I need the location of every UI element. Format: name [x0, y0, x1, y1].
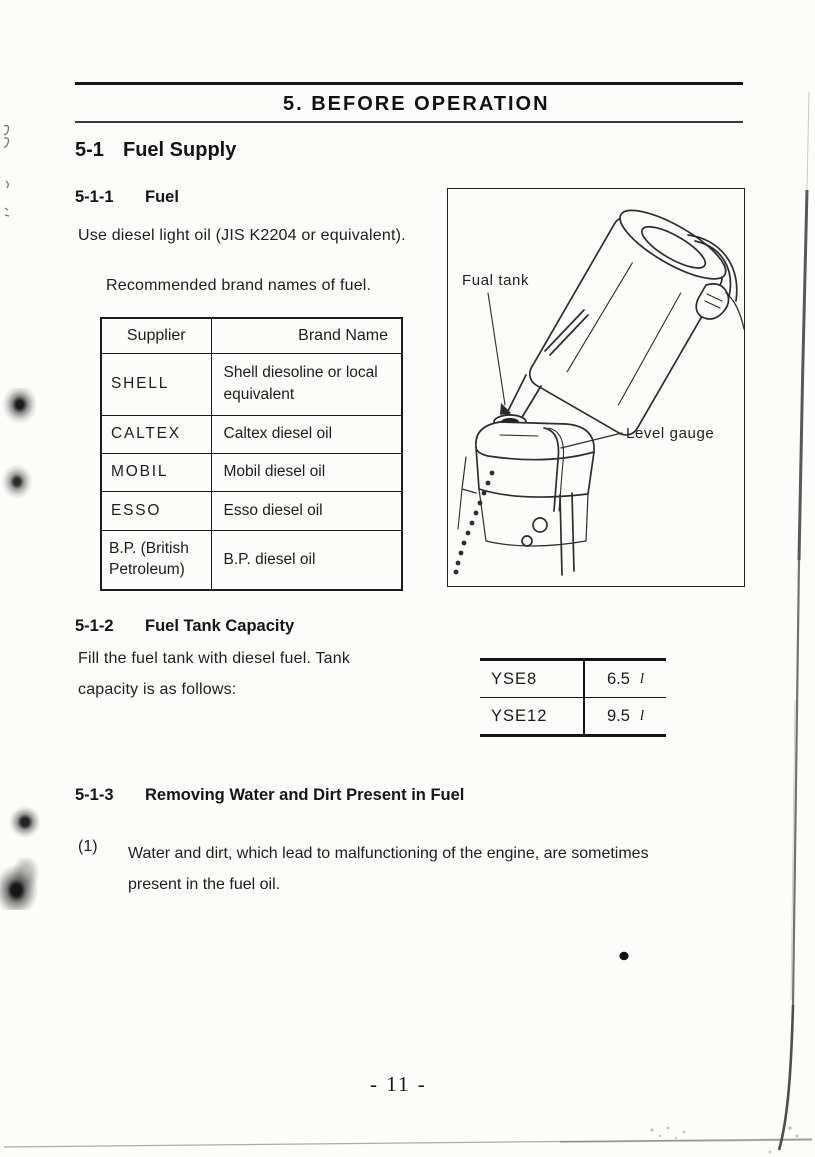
section-title: Fuel	[145, 188, 179, 206]
section-heading-5-1: 5-1 Fuel Supply	[75, 139, 236, 162]
brand-cell: Mobil diesel oil	[210, 452, 403, 492]
section-title: Removing Water and Dirt Present in Fuel	[145, 786, 465, 804]
item-line1: Water and dirt, which lead to malfunctio…	[128, 845, 649, 862]
item-line2: present in the fuel oil.	[128, 876, 281, 894]
table-header-row: Supplier Brand Name	[100, 317, 403, 354]
supplier-cell: MOBIL	[100, 452, 212, 492]
header-rule-top	[75, 82, 743, 86]
capacity-unit: l	[639, 707, 645, 724]
section-heading-5-1-1: 5-1-1 Fuel	[75, 188, 179, 207]
model-cell: YSE12	[491, 706, 548, 725]
table-row: B.P. (British Petroleum) B.P. diesel oil	[100, 529, 403, 591]
paragraph-capacity-line2: capacity is as follows:	[78, 681, 237, 698]
header-rule-bottom	[75, 121, 743, 123]
paragraph-capacity-line1: Fill the fuel tank with diesel fuel. Tan…	[78, 650, 351, 667]
capacity-table: YSE8 6.5 l YSE12 9.5 l	[480, 658, 666, 737]
brand-cell: Shell diesoline or local equivalent	[210, 352, 403, 416]
brand-cell: Esso diesel oil	[210, 490, 403, 531]
page-number: - 11 -	[370, 1072, 427, 1096]
capacity-value: 6.5	[606, 669, 630, 688]
ink-blot	[1, 464, 33, 498]
page-title: 5. BEFORE OPERATION	[283, 93, 550, 115]
section-heading-5-1-3: 5-1-3 Removing Water and Dirt Present in…	[75, 786, 464, 805]
item-marker: (1)	[78, 838, 98, 855]
brand-cell: Caltex diesel oil	[210, 414, 403, 454]
figure-label-fuel-tank: Fual tank	[462, 272, 529, 289]
ink-blot	[9, 806, 41, 838]
table-row: ESSO Esso diesel oil	[100, 490, 403, 531]
supplier-cell: CALTEX	[100, 414, 212, 454]
figure-frame: Fual tank Level gauge	[447, 188, 745, 587]
brand-table: Supplier Brand Name SHELL Shell diesolin…	[100, 317, 403, 591]
numbered-item-1: (1) Water and dirt, which lead to malfun…	[78, 838, 649, 900]
supplier-cell: B.P. (British Petroleum)	[100, 529, 212, 591]
table-row: MOBIL Mobil diesel oil	[100, 452, 403, 492]
capacity-cell: 9.5 l	[583, 698, 666, 734]
brand-cell: B.P. diesel oil	[210, 529, 403, 591]
ink-blot	[2, 388, 36, 424]
ink-blot	[0, 858, 44, 910]
capacity-value: 9.5	[606, 706, 630, 725]
capacity-unit: l	[639, 670, 645, 687]
section-title: Fuel Tank Capacity	[145, 617, 295, 635]
section-number: 5-1	[75, 139, 104, 161]
supplier-cell: SHELL	[100, 352, 212, 416]
section-number: 5-1-1	[75, 188, 114, 206]
model-cell: YSE8	[491, 669, 538, 688]
section-number: 5-1-3	[75, 786, 114, 804]
capacity-cell: 6.5 l	[583, 661, 666, 697]
table-row: SHELL Shell diesoline or local equivalen…	[100, 352, 403, 416]
fuel-filling-illustration: Fual tank Level gauge	[453, 209, 745, 576]
supplier-cell: ESSO	[100, 490, 212, 531]
table-row: YSE12 9.5 l	[480, 697, 666, 734]
column-header-supplier: Supplier	[100, 317, 212, 354]
paragraph-fuel-spec: Use diesel light oil (JIS K2204 or equiv…	[78, 227, 406, 244]
figure-label-level-gauge: Level gauge	[626, 425, 714, 442]
column-header-brand: Brand Name	[210, 317, 403, 354]
item-text: Water and dirt, which lead to malfunctio…	[128, 838, 649, 900]
section-title: Fuel Supply	[123, 139, 237, 161]
section-heading-5-1-2: 5-1-2 Fuel Tank Capacity	[75, 617, 294, 636]
section-number: 5-1-2	[75, 617, 114, 635]
table-row: YSE8 6.5 l	[480, 661, 666, 697]
table-row: CALTEX Caltex diesel oil	[100, 414, 403, 454]
paragraph-recommended-brands: Recommended brand names of fuel.	[106, 277, 372, 294]
